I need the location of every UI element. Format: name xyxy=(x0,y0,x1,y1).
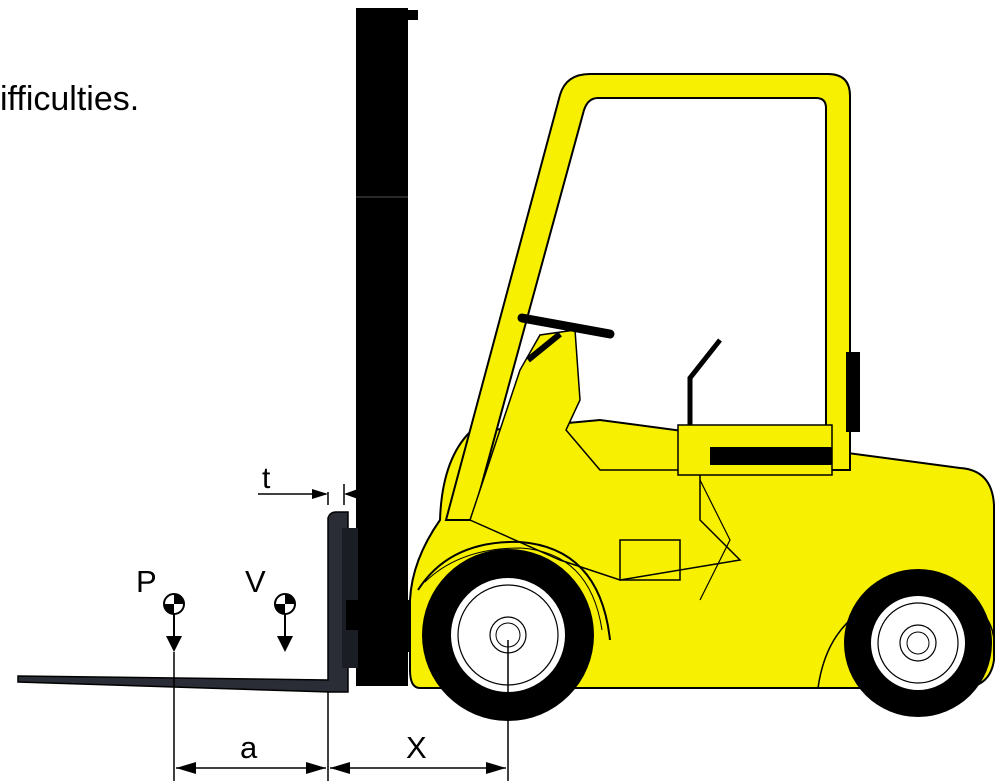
t-label: t xyxy=(262,462,271,495)
extension-lines xyxy=(173,640,509,781)
front-wheel xyxy=(422,549,594,721)
caption-text: ifficulties. xyxy=(0,80,139,118)
v-load: V xyxy=(245,564,296,652)
p-label: P xyxy=(136,564,157,599)
x-label: X xyxy=(406,730,427,765)
cog-symbol-icon xyxy=(274,593,296,615)
rear-wheel xyxy=(844,569,992,717)
down-arrow-icon xyxy=(277,636,293,652)
cog-symbol-icon xyxy=(163,593,185,615)
down-arrow-icon xyxy=(166,636,182,652)
p-load: P xyxy=(136,564,185,652)
v-label: V xyxy=(245,564,266,599)
a-label: a xyxy=(240,730,258,765)
x-dimension: X xyxy=(330,730,506,774)
a-dimension: a xyxy=(176,730,326,774)
mast xyxy=(356,8,418,686)
t-dimension: t xyxy=(258,462,360,505)
fork xyxy=(17,511,358,693)
